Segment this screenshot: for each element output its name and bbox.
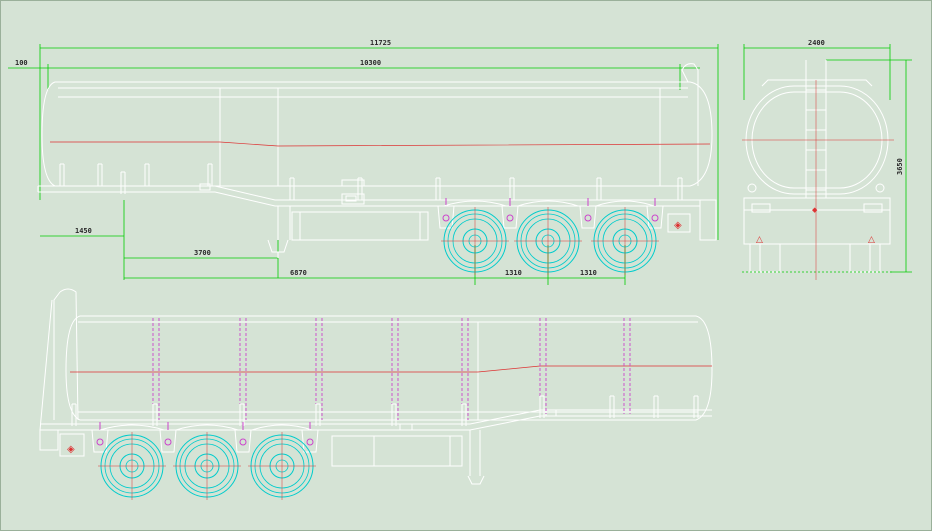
side-view-bottom: ◈ [39, 288, 713, 501]
wheels-bottom [97, 431, 317, 501]
tank-body-top [41, 63, 713, 187]
dim-tank-length: 10300 [360, 59, 381, 67]
warning-icon-rear-right: △ [868, 235, 875, 245]
warning-icon-rear-left: △ [756, 235, 763, 245]
stakes-bottom [71, 395, 699, 427]
centerline-top [50, 141, 711, 147]
rear-view: 2400 3650 △ △ ◆ [742, 39, 912, 280]
dim-front-to-support: 1450 [75, 227, 92, 235]
dim-axle-spacing-1: 1310 [505, 269, 522, 277]
warning-icon-top: ◈ [674, 220, 682, 231]
dim-front-offset: 100 [15, 59, 28, 67]
stakes-top [59, 163, 683, 201]
wheels-top [440, 206, 660, 276]
dim-overall-width: 2400 [808, 39, 825, 47]
warning-icon-bottom: ◈ [67, 444, 75, 455]
dim-overall-length: 11725 [370, 39, 391, 47]
hidden-baffles-bottom [152, 318, 631, 420]
dim-kingpin-to-axle: 6870 [290, 269, 307, 277]
dim-overall-height: 3650 [896, 158, 904, 175]
axle-hangers-bottom [91, 421, 319, 453]
chassis-top [37, 179, 717, 258]
dimension-lines-top [8, 44, 719, 285]
centerline-bottom [70, 365, 712, 373]
axle-hangers-top [437, 197, 664, 229]
warning-icon-rear-center: ◆ [812, 206, 818, 214]
dim-axle-spacing-2: 1310 [580, 269, 597, 277]
side-view-top: 11725 10300 100 1450 3700 6870 1310 1310 [8, 39, 719, 285]
dim-support-to-axle: 3700 [194, 249, 211, 257]
